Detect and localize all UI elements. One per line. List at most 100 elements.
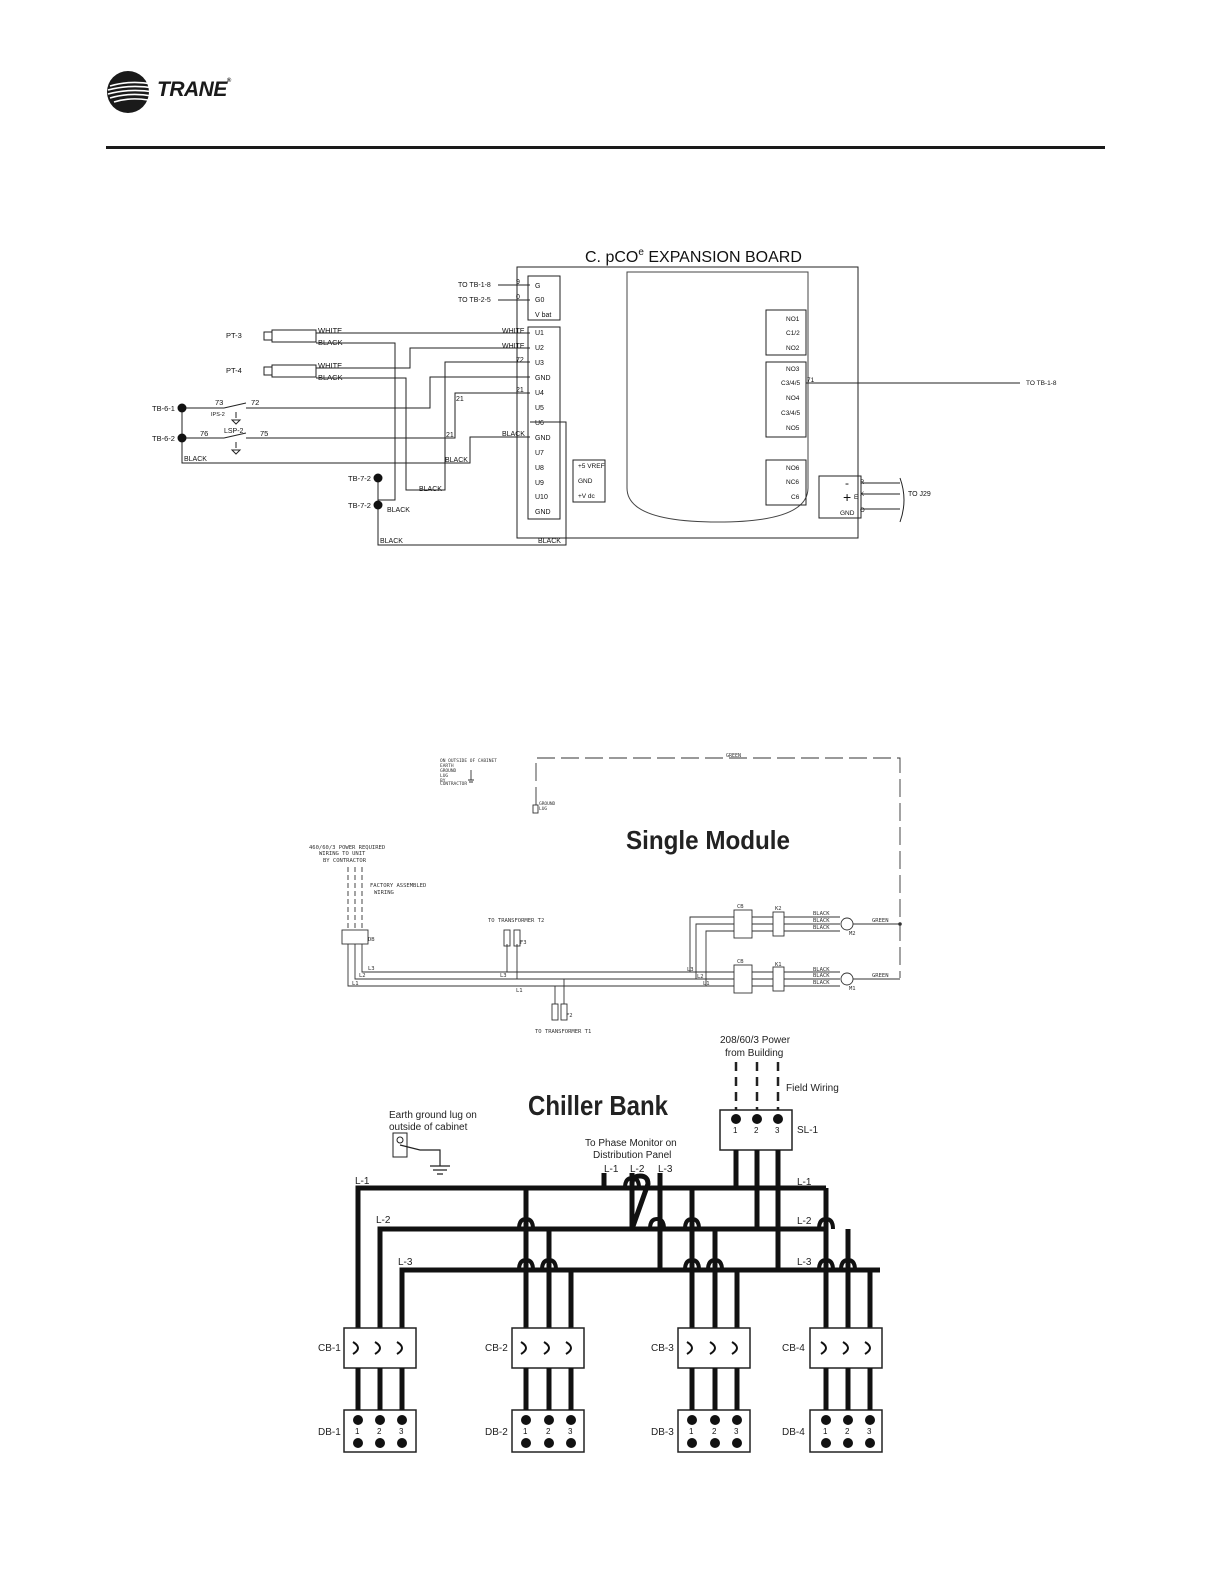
pt3-sensor-tip: [263, 331, 273, 341]
wire-75: 75: [260, 429, 268, 438]
pt4-sensor-body: [271, 364, 317, 378]
line-l1-a: L1: [352, 981, 359, 987]
db-1-pin-3: 3: [399, 1427, 404, 1436]
relay-c6: C6: [791, 494, 800, 501]
contactor-k1: K1: [775, 962, 782, 968]
switch-lsp2: LSP-2: [224, 428, 244, 435]
expansion-board-diagram: C. pCOe EXPANSION BOARD G G0 V bat TO TB…: [152, 247, 1057, 546]
relay-no1: NO1: [786, 316, 800, 323]
cb-1-breaker-icon: [352, 1341, 403, 1355]
black-m1-1: BLACK: [813, 967, 830, 973]
board-title: C. pCOe EXPANSION BOARD: [585, 247, 802, 266]
factory-note-1: FACTORY ASSEMBLED: [370, 883, 426, 889]
gnd-note-4: LUG: [440, 773, 448, 779]
relay-c345-b: C3/4/5: [781, 410, 801, 417]
sensor-pt3: PT-3: [226, 331, 242, 340]
relay-c12: C1/2: [786, 330, 800, 337]
black-m1-2: BLACK: [813, 973, 830, 979]
power-note-1: 460/60/3 POWER REQUIRED: [309, 845, 385, 851]
relay-block-1: [765, 309, 807, 356]
transformer-t2: TO TRANSFORMER T2: [488, 918, 544, 924]
tb-6-1-terminal: [177, 403, 187, 413]
relay-nc6: NC6: [786, 479, 799, 486]
input-u10: U10: [535, 494, 548, 501]
db-3-pin-2: 2: [712, 1427, 717, 1436]
gnd-note-5: BY: [440, 778, 446, 784]
tb-7-2-terminal-b: [373, 500, 383, 510]
db-1-pin-1: 1: [355, 1427, 360, 1436]
green-m1: GREEN: [872, 973, 889, 979]
contactor-k2: K2: [775, 906, 782, 912]
fuse-f3-right: [513, 929, 521, 947]
gnd-black: BLACK: [502, 431, 525, 438]
input-u7: U7: [535, 450, 544, 457]
db-3-label: DB-3: [651, 1427, 674, 1438]
wire-21-vert: 21: [456, 396, 464, 403]
wire-9: 9: [516, 279, 520, 286]
relay-block-2: [765, 361, 807, 438]
board-outline: [516, 266, 859, 539]
earth-note-1: Earth ground lug on: [389, 1110, 477, 1121]
trane-circle-icon: [107, 71, 155, 113]
distribution-block: [341, 929, 369, 945]
factory-note-2: WIRING: [374, 890, 394, 896]
tb-7-2-a: TB-7-2: [348, 474, 371, 483]
input-u5: U5: [535, 405, 544, 412]
left-l2: L-2: [376, 1215, 391, 1226]
switch-ips2: IPS-2: [211, 412, 225, 418]
cb-2-breaker-icon: [520, 1341, 572, 1355]
input-gnd-2: GND: [535, 435, 551, 442]
wire-72-sw: 72: [251, 398, 259, 407]
ref-tb-1-8: TO TB-1-8: [458, 282, 491, 289]
black-m2-1: BLACK: [813, 911, 830, 917]
gnd-note-1: ON OUTSIDE OF CABINET: [440, 758, 497, 764]
right-l3: L-3: [797, 1257, 812, 1268]
gnd-note-2: EARTH: [440, 763, 454, 769]
cb-4-label: CB-4: [782, 1343, 805, 1354]
relay-no6: NO6: [786, 465, 800, 472]
line-l2-c: L2: [697, 974, 704, 980]
wire-21-u4: 21: [516, 387, 524, 394]
ground-lug-1: GROUND: [539, 801, 556, 807]
chiller-bank-diagram: Chiller Bank 208/60/3 Power from Buildin…: [318, 1035, 883, 1453]
brand-logo: [106, 70, 246, 114]
db-label: DB: [368, 937, 375, 943]
earth-ground-lug: [392, 1132, 408, 1158]
input-u4: U4: [535, 390, 544, 397]
wire-72-u3: 72: [516, 357, 524, 364]
phase-monitor-1: To Phase Monitor on: [585, 1138, 677, 1149]
db-2-pin-3: 3: [568, 1427, 573, 1436]
cb-2-label: CB-2: [485, 1343, 508, 1354]
comm-terminal-block: [818, 475, 862, 519]
input-terminal-block: [527, 326, 561, 520]
tb-6-1: TB-6-1: [152, 404, 175, 413]
power-note-3: BY CONTRACTOR: [323, 858, 367, 864]
service-sl1: SL-1: [797, 1125, 819, 1136]
tb62-black-left: BLACK: [184, 456, 207, 463]
right-l1: L-1: [797, 1177, 812, 1188]
db-1-label: DB-1: [318, 1427, 341, 1438]
relay-no2: NO2: [786, 345, 800, 352]
cb-3-label: CB-3: [651, 1343, 674, 1354]
left-l3: L-3: [398, 1257, 413, 1268]
db-4-pin-1: 1: [823, 1427, 828, 1436]
fuse-f2-left: [551, 1003, 559, 1021]
tb-6-2: TB-6-2: [152, 434, 175, 443]
ground-lug-icon: [532, 804, 539, 814]
transformer-t1: TO TRANSFORMER T1: [535, 1029, 591, 1035]
db-3-pin-3: 3: [734, 1427, 739, 1436]
relay-ref-tb-1-8: TO TB-1-8: [1026, 380, 1057, 387]
black-m2-2: BLACK: [813, 918, 830, 924]
line-l2-a: L2: [359, 973, 366, 979]
input-u6: U6: [535, 420, 544, 427]
black-m2-3: BLACK: [813, 925, 830, 931]
cb-3-breaker-icon: [686, 1341, 738, 1355]
db-1-pin-2: 2: [377, 1427, 382, 1436]
tb-7-2-terminal-a: [373, 473, 383, 483]
phase-monitor-2: Distribution Panel: [593, 1150, 671, 1161]
green-m2: GREEN: [872, 918, 889, 924]
relay-c345-a: C3/4/5: [781, 380, 801, 387]
